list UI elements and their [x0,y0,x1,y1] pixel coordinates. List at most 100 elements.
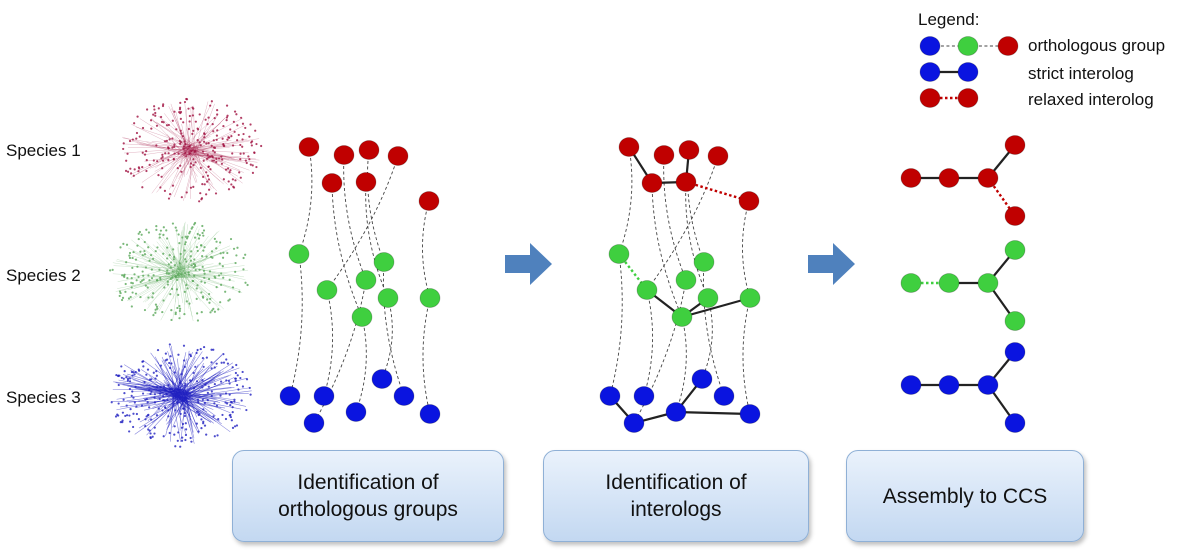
network-edge [177,391,208,400]
network-node [124,290,127,293]
network-node [200,427,203,430]
network-node [167,383,170,387]
stage-label-orthologous-groups: Identification of orthologous groups [278,471,458,521]
network-node [207,116,210,119]
network-node [239,143,242,147]
network-node [136,265,139,268]
network-node [201,182,204,186]
network-node [153,426,156,429]
network-edge [156,148,195,193]
network-node [132,425,135,429]
network-node [147,231,151,234]
network-node [192,163,195,167]
network-edge [176,244,221,277]
network-node [143,253,147,256]
species-3-protein-node [419,404,441,424]
species-1-protein-node [678,140,700,160]
ccs-protein-node [938,168,960,188]
network-node [179,110,183,114]
network-node [143,380,146,384]
network-node [126,170,130,173]
network-node [131,256,134,260]
network-node [198,234,201,237]
legend-glyphs [919,36,1019,108]
network-node [230,419,233,422]
network-node [205,157,209,160]
species-2-protein-node [373,252,395,272]
network-node [140,279,144,282]
network-node [159,386,162,389]
network-node [164,389,167,392]
network-node [231,411,234,414]
network-node [149,253,153,257]
network-node [153,396,156,399]
network-edge [183,151,216,155]
legend-blue-node [957,62,979,82]
network-node [184,384,187,387]
network-edge [181,389,200,432]
network-node [237,388,240,391]
species-3-protein-node [371,369,393,389]
species-1-protein-node [707,146,729,166]
network-node [160,120,164,123]
network-node [143,240,146,244]
network-node [207,142,210,145]
network-node [135,279,138,282]
network-edge [151,118,186,156]
network-node [225,358,228,361]
network-node [216,434,219,437]
network-node [254,129,257,132]
network-node [126,152,129,155]
network-node [244,253,247,256]
network-edge [180,267,192,292]
network-edge [180,263,193,270]
network-node [211,156,214,159]
network-node [155,225,158,228]
network-node [164,152,167,155]
network-edge [182,273,235,282]
species-2-protein-node [355,270,377,290]
network-node [219,241,222,244]
network-node [180,273,183,276]
network-edge [177,268,235,289]
network-edge [173,245,231,270]
network-edge [182,147,220,165]
network-edge [190,106,195,152]
network-node [194,268,197,272]
network-edge [175,112,184,147]
network-node [179,141,183,144]
network-node [167,409,170,412]
network-node [177,353,180,356]
network-node [216,108,219,112]
network-node [170,318,173,322]
network-node [144,425,147,428]
network-node [196,319,200,322]
network-node [215,286,218,289]
network-node [187,107,190,110]
ccs-protein-node [900,168,922,188]
network-edge [168,241,183,278]
network-node [134,385,137,388]
legend-blue-node [919,36,941,56]
network-node [119,291,122,295]
network-node [213,117,216,120]
ccs-protein-node [1004,311,1026,331]
network-node [178,111,181,114]
network-node [127,297,131,300]
network-edge [146,274,175,301]
ortholog-link [422,200,431,299]
network-node [148,163,151,166]
network-node [203,246,206,249]
network-node [170,391,173,394]
network-node [205,142,208,145]
network-node [133,168,136,171]
network-edge [181,224,188,270]
network-node [129,407,132,411]
network-node [203,136,206,139]
network-node [150,127,153,130]
network-node [192,129,195,132]
network-node [238,171,241,174]
network-node [161,167,164,170]
network-edge [186,274,206,278]
network-edge [183,270,201,302]
